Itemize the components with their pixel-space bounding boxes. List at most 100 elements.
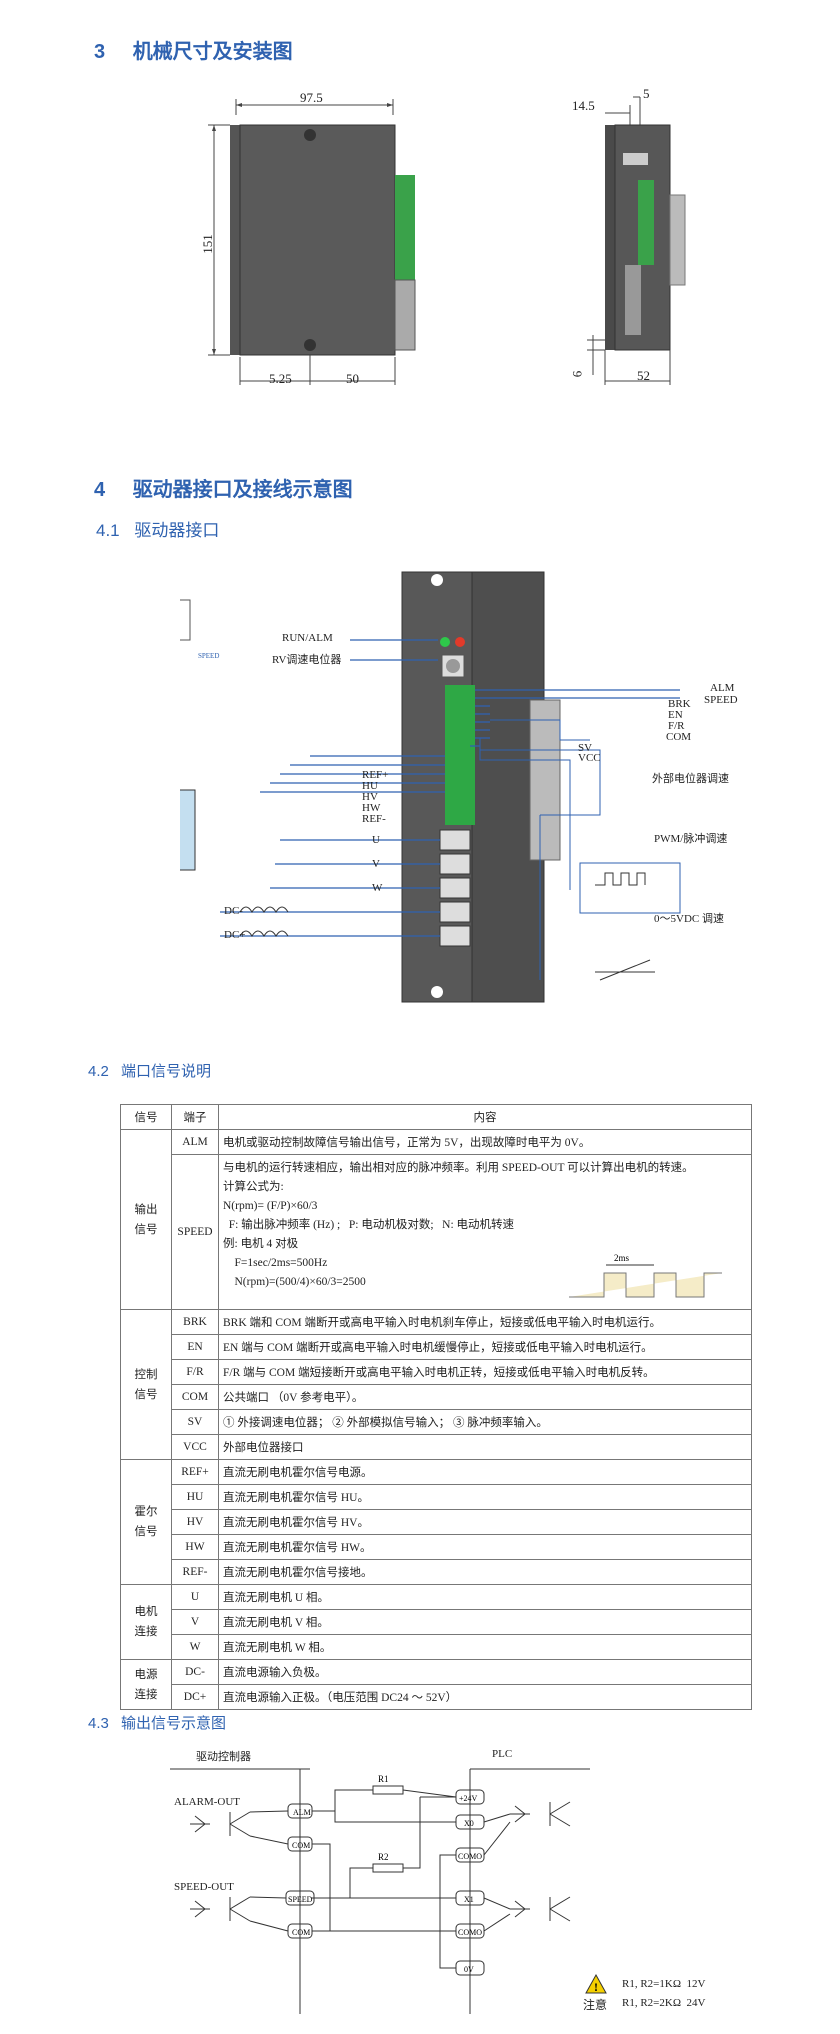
terminal-cell: HW [171,1534,219,1560]
table-row: SPEED 与电机的运行转速相应，输出相对应的脉冲频率。利用 SPEED-OUT… [121,1154,752,1310]
terminal-cell: W [171,1634,219,1660]
speed-line: 例: 电机 4 对极 [223,1238,299,1250]
terminal-cell: DC+ [171,1684,219,1710]
table-row: DC+直流电源输入正极。（电压范围 DC24 ～ 52V） [121,1684,752,1710]
terminal-cell: VCC [171,1434,219,1460]
como-terminal-2: COMO [458,1928,482,1937]
como-terminal-1: COMO [458,1852,482,1861]
section-title: 端口信号说明 [121,1063,212,1080]
section-title: 驱动器接口及接线示意图 [132,479,353,501]
label-hw: HW [362,802,381,814]
label-ext-pot: 外部电位器调速 [652,773,729,785]
v24-terminal: +24V [459,1794,478,1803]
content-cell: F/R 端与 COM 端短接断开或高电平输入时电机正转，短接或低电平输入时电机反… [218,1359,752,1385]
terminal-cell: ALM [171,1129,219,1155]
dim-5-25: 5.25 [269,371,292,386]
section-number: 4.3 [88,1715,109,1732]
dim-6: 6 [569,370,585,378]
speed-knob-label: SPEED [198,652,220,660]
section-title: 驱动器接口 [134,521,220,540]
content-cell: BRK 端和 COM 端断开或高电平输入时电机刹车停止，短接或低电平输入时电机运… [218,1309,752,1335]
content-cell: EN 端与 COM 端断开或高电平输入时电机缓慢停止，短接或低电平输入时电机运行… [218,1334,752,1360]
terminal-cell: F/R [171,1359,219,1385]
terminal-cell: EN [171,1334,219,1360]
note-line-1: R1, R2=1KΩ 12V [622,1978,706,1990]
group-cell: 控制 信号 [120,1309,172,1460]
section-title: 机械尺寸及安装图 [132,41,293,63]
label-sv: SV [578,742,593,754]
terminal-cell: HU [171,1484,219,1510]
content-cell: 与电机的运行转速相应，输出相对应的脉冲频率。利用 SPEED-OUT 可以计算出… [218,1154,752,1310]
x1-terminal: X1 [464,1895,474,1904]
section-4-2-heading: 4.2 端口信号说明 [88,1060,211,1081]
content-cell: 直流无刷电机霍尔信号 HU。 [218,1484,752,1510]
table-row: 输出 信号 ALM 电机或驱动控制故障信号输出信号，正常为 5V，出现故障时电平… [120,1129,752,1310]
side-view-drawing [587,96,686,385]
content-cell: 外部电位器接口 [218,1434,752,1460]
content-cell: 直流无刷电机霍尔信号接地。 [218,1559,752,1585]
r1-label: R1 [378,1774,389,1784]
terminal-cell: REF- [171,1559,219,1585]
table-row: REF-直流无刷电机霍尔信号接地。 [121,1559,752,1585]
section-number: 4.1 [96,521,120,540]
table-header-row: 信号 端子 内容 [120,1104,752,1130]
label-dc-plus: DC+ [224,929,246,941]
dim-14-5: 14.5 [572,98,595,113]
terminal-cell: BRK [171,1309,219,1335]
speed-line: 与电机的运行转速相应，输出相对应的脉冲频率。利用 SPEED-OUT 可以计算出… [223,1162,694,1174]
x0-terminal: X0 [464,1819,474,1828]
group-cell: 电机 连接 [120,1584,172,1660]
terminal-cell: COM [171,1384,219,1410]
content-cell: 直流无刷电机霍尔信号 HV。 [218,1509,752,1535]
header-cell: 信号 [120,1104,172,1130]
svg-text:!: ! [594,1980,598,1994]
label-speed: SPEED [704,694,738,706]
wave-label: 2ms [614,1253,630,1263]
com-terminal-2: COM [292,1928,310,1937]
section-4-1-heading: 4.1 驱动器接口 [96,516,219,541]
label-com: COM [666,731,692,743]
terminal-cell: HV [171,1509,219,1535]
label-ref-minus: REF- [362,813,386,825]
label-vcc: VCC [578,752,601,764]
section-4-3-heading: 4.3 输出信号示意图 [88,1712,226,1733]
speed-line: F=1sec/2ms=500Hz [223,1257,328,1269]
group-cell: 霍尔 信号 [120,1459,172,1585]
table-row: 电源 连接 DC- 直流电源输入负极。 [120,1659,752,1710]
output-circuit-diagram: ALM COM SPEED COM R1 R2 +24V X0 COMO X1 … [170,1768,590,2014]
wiring-diagram [180,571,681,1003]
note-line-2: R1, R2=2KΩ 24V [622,1997,706,2009]
terminal-cell: REF+ [171,1459,219,1485]
section-title: 输出信号示意图 [121,1715,227,1732]
content-cell: 直流无刷电机霍尔信号电源。 [218,1459,752,1485]
content-cell: 直流无刷电机 U 相。 [218,1584,752,1610]
dim-5: 5 [643,86,650,101]
label-u: U [372,834,380,846]
alarm-out-label: ALARM-OUT [174,1796,240,1808]
driver-label: 驱动控制器 [196,1751,251,1763]
header-cell: 内容 [218,1104,752,1130]
terminal-cell: DC- [171,1659,219,1685]
content-cell: 直流电源输入负极。 [218,1659,752,1685]
speed-line: F: 输出脉冲频率 (Hz) ; P: 电动机极对数; N: 电动机转速 [223,1219,515,1231]
label-brk: BRK [668,698,691,710]
speed-line: N(rpm)=(500/4)×60/3=2500 [223,1276,366,1288]
signal-table: 信号 端子 内容 输出 信号 ALM 电机或驱动控制故障信号输出信号，正常为 5… [120,1104,752,1710]
table-row: 电机 连接 U 直流无刷电机 U 相。 [120,1584,752,1660]
dim-52: 52 [637,368,650,383]
front-view-drawing [208,99,416,385]
speed-line: 计算公式为: [223,1181,284,1193]
content-cell: 公共端口 （0V 参考电平）。 [218,1384,752,1410]
warning-icon: ! [585,1974,607,1994]
label-hu: HU [362,780,378,792]
label-pwm: PWM/脉冲调速 [654,833,728,845]
alm-terminal: ALM [293,1808,311,1817]
v0-terminal: 0V [464,1965,474,1974]
label-run-alm: RUN/ALM [282,632,333,644]
